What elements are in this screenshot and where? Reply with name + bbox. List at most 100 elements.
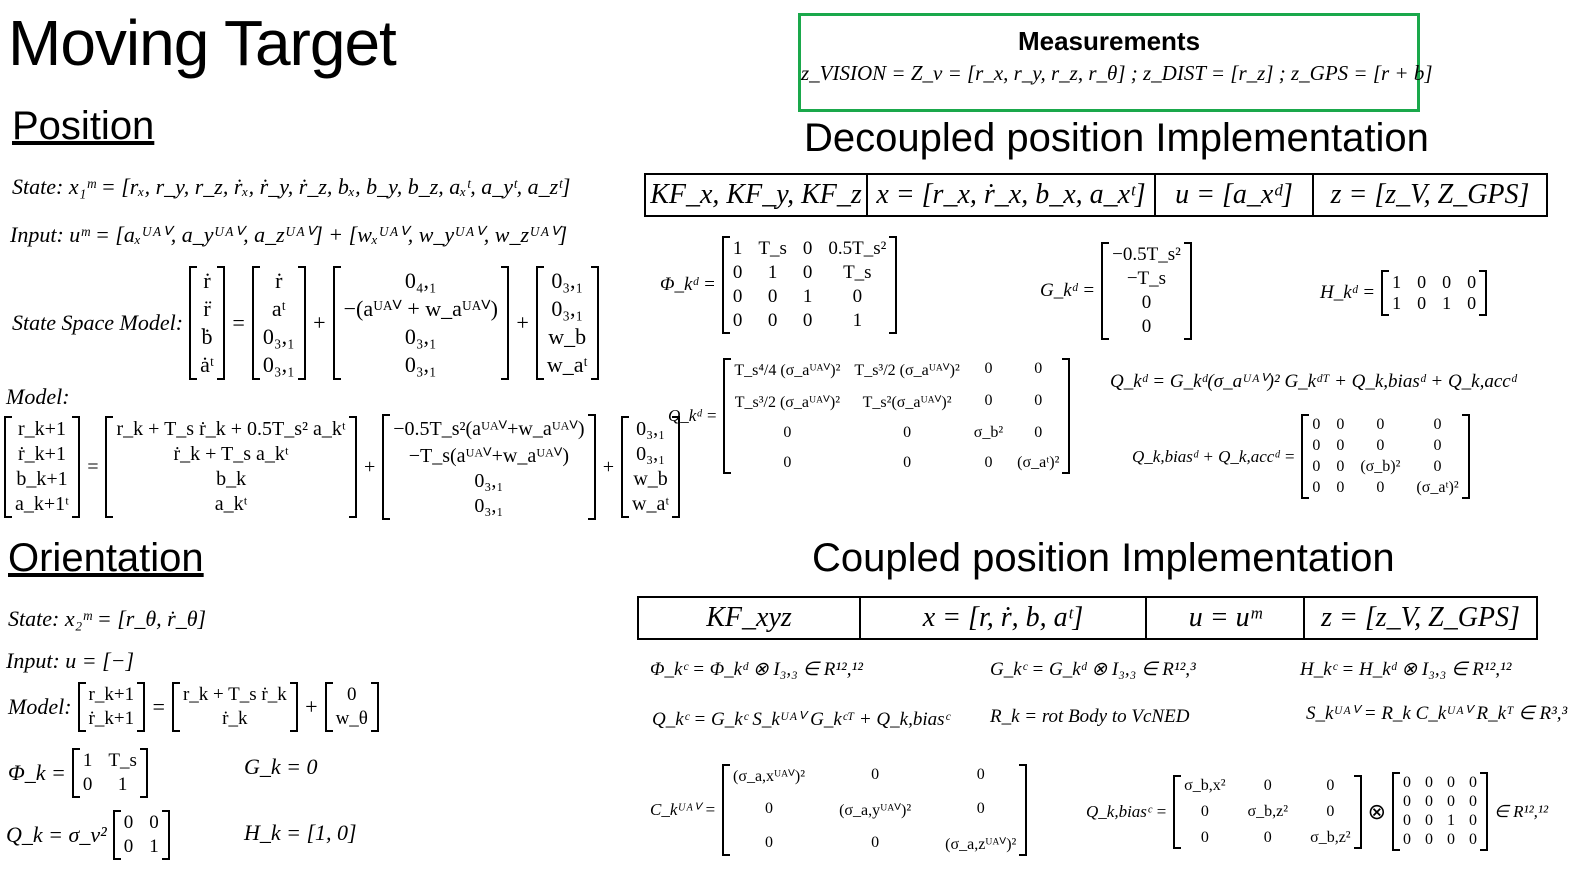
orient-q-0: 0 — [123, 812, 134, 833]
ssm-m1-0: ṙ — [275, 268, 283, 293]
qbias-1: 0 — [1263, 776, 1272, 794]
model-m2-2: 0₃,₁ — [474, 470, 504, 492]
dec-g-label: G_kᵈ = — [1040, 280, 1096, 301]
dec-qmat-matrix: T_s⁴/4 (σ_aᵁᴬⱽ)² T_s³/2 (σ_aᵁᴬⱽ)² 0 0 T_… — [723, 358, 1071, 474]
dec-qba-12: 0 — [1312, 479, 1321, 496]
dec-qmat-0: T_s⁴/4 (σ_aᵁᴬⱽ)² — [734, 362, 841, 379]
cuav-8: (σ_a,zᵁᴬⱽ)² — [945, 836, 1017, 853]
dec-qmat-15: (σ_aᵗ)² — [1017, 454, 1060, 471]
orient-phi-matrix: 1 T_s 0 1 — [71, 748, 148, 798]
coupled-sk: S_kᵁᴬⱽ = R_k C_kᵁᴬⱽ R_kᵀ ∈ R³,³ — [1306, 703, 1568, 724]
orient-q-matrix: 0 0 0 1 — [112, 810, 170, 860]
dec-phi-2: 0 — [802, 238, 813, 259]
cuav-0: (σ_a,xᵁᴬⱽ)² — [732, 768, 806, 785]
coupled-state: x = [r, ṙ, b, aᵗ] — [859, 596, 1147, 640]
model-lhs-1: ṙ_k+1 — [18, 443, 66, 465]
orient-m1-0: r_k + T_s ṙ_k — [182, 684, 287, 705]
decoupled-filters: KF_x, KF_y, KF_z — [644, 173, 868, 217]
z4-5: 0 — [1425, 793, 1434, 810]
orientation-h: H_k = [1, 0] — [244, 820, 357, 845]
coupled-qbias: Q_k,biasᶜ = σ_b,x² 0 0 0 σ_b,z² 0 0 0 σ_… — [1086, 772, 1548, 851]
orient-m1: r_k + T_s ṙ_k ṙ_k — [171, 682, 298, 732]
z4-2: 0 — [1447, 774, 1456, 791]
orient-q-1: 0 — [149, 812, 159, 833]
position-heading: Position — [12, 104, 155, 148]
page-title: Moving Target — [8, 7, 397, 79]
measurements-heading: Measurements — [1017, 26, 1201, 56]
state-space-model: State Space Model: ṙ r̈ ḃ ȧᵗ = ṙ aᵗ 0₃,₁… — [12, 266, 599, 380]
dec-h-5: 0 — [1417, 293, 1427, 313]
orientation-model-label: Model: — [8, 694, 72, 719]
coupled-cuav: C_kᵁᴬⱽ = (σ_a,xᵁᴬⱽ)² 0 0 0 (σ_a,yᵁᴬⱽ)² 0… — [650, 764, 1028, 856]
cuav-5: 0 — [976, 800, 985, 817]
dec-phi-matrix: 1 T_s 0 0.5T_s² 0 1 0 T_s 0 0 1 0 0 0 0 … — [721, 236, 898, 334]
dec-g-0: −0.5T_s² — [1112, 244, 1181, 265]
dec-qmat-7: 0 — [1034, 392, 1043, 409]
qbias-2: 0 — [1326, 776, 1335, 794]
dec-qmat-1: T_s³/2 (σ_aᵁᴬⱽ)² — [854, 362, 960, 379]
z4-4: 0 — [1403, 793, 1412, 810]
dec-qba-matrix: 0 0 0 0 0 0 0 0 0 0 (σ_b)² 0 0 0 0 (σ_aᵗ… — [1301, 414, 1470, 499]
position-model: r_k+1 ṙ_k+1 b_k+1 a_k+1ᵗ = r_k + T_s ṙ_k… — [4, 414, 681, 520]
dec-phi-1: T_s — [758, 238, 787, 259]
decoupled-heading: Decoupled position Implementation — [804, 116, 1429, 160]
z4-0: 0 — [1403, 774, 1412, 791]
dec-phi-14: 0 — [802, 310, 813, 331]
position-state: State: x₁ᵐ = [rₓ, r_y, r_z, ṙₓ, ṙ_y, ṙ_z… — [12, 174, 571, 199]
decoupled-g: G_kᵈ = −0.5T_s² −T_s 0 0 — [1040, 242, 1192, 340]
coupled-q: Q_kᶜ = G_kᶜ S_kᵁᴬⱽ G_kᶜᵀ + Q_k,biasᶜ — [652, 709, 950, 730]
z4-14: 0 — [1447, 831, 1456, 848]
dec-qba-8: 0 — [1312, 458, 1321, 475]
dec-phi-9: 0 — [767, 286, 778, 307]
cuav-7: 0 — [871, 834, 880, 851]
model-lhs-0: r_k+1 — [18, 418, 66, 440]
orient-m2-1: w_θ — [335, 708, 368, 729]
dec-qba-3: 0 — [1433, 416, 1442, 433]
orient-lhs-1: ṙ_k+1 — [88, 708, 135, 729]
ssm-m3-0: 0₃,₁ — [551, 268, 584, 293]
orient-phi-0: 1 — [82, 750, 93, 771]
dec-qmat-2: 0 — [984, 360, 993, 377]
z4-6: 0 — [1447, 793, 1456, 810]
ssm-term-2: 0₄,₁ −(aᵁᴬⱽ + w_aᵁᴬⱽ) 0₃,₁ 0₃,₁ — [332, 266, 509, 380]
z4-1: 0 — [1425, 774, 1434, 791]
ssm-m2-3: 0₃,₁ — [404, 352, 437, 377]
orient-phi-2: 0 — [82, 774, 93, 795]
cuav-label: C_kᵁᴬⱽ = — [650, 800, 716, 819]
model-m1-2: b_k — [216, 468, 247, 490]
z4-15: 0 — [1469, 831, 1478, 848]
dec-qba-7: 0 — [1433, 437, 1442, 454]
decoupled-h: H_kᵈ = 1 0 0 0 1 0 1 0 — [1320, 270, 1488, 316]
model-m3-2: w_b — [633, 468, 668, 490]
position-model-label: Model: — [6, 384, 70, 409]
cuav-4: (σ_a,yᵁᴬⱽ)² — [839, 802, 912, 819]
cuav-1: 0 — [871, 766, 880, 783]
dec-h-2: 0 — [1442, 272, 1452, 292]
dec-qmat-6: 0 — [984, 392, 993, 409]
cuav-matrix: (σ_a,xᵁᴬⱽ)² 0 0 0 (σ_a,yᵁᴬⱽ)² 0 0 0 (σ_a… — [721, 764, 1028, 856]
orientation-phi: Φ_k = 1 T_s 0 1 — [8, 748, 148, 798]
coupled-input: u = uᵐ — [1145, 596, 1305, 640]
orient-lhs-0: r_k+1 — [88, 684, 135, 705]
dec-qba-11: 0 — [1433, 458, 1442, 475]
dec-g-3: 0 — [1141, 316, 1152, 337]
ssm-m2-1: −(aᵁᴬⱽ + w_aᵁᴬⱽ) — [343, 296, 498, 321]
model-lhs-vector: r_k+1 ṙ_k+1 b_k+1 a_k+1ᵗ — [4, 416, 80, 518]
orientation-heading: Orientation — [8, 536, 204, 580]
dec-phi-5: 1 — [767, 262, 778, 283]
measurements-box: Measurements z_VISION = Z_v = [r_x, r_y,… — [798, 13, 1433, 112]
model-m1-1: ṙ_k + T_s a_kᵗ — [173, 443, 289, 465]
orientation-model: Model: r_k+1 ṙ_k+1 = r_k + T_s ṙ_k ṙ_k +… — [8, 682, 379, 732]
dec-h-label: H_kᵈ = — [1320, 282, 1376, 303]
dec-qba-label: Q_k,biasᵈ + Q_k,accᵈ = — [1132, 446, 1296, 466]
dec-qba-6: 0 — [1376, 437, 1385, 454]
coupled-heading: Coupled position Implementation — [812, 536, 1395, 580]
decoupled-q-equation: Q_kᵈ = G_kᵈ(σ_aᵁᴬⱽ)² G_kᵈᵀ + Q_k,biasᵈ +… — [1110, 371, 1517, 392]
qbias-0: σ_b,x² — [1184, 776, 1226, 794]
model-m2-0: −0.5T_s²(aᵁᴬⱽ+w_aᵁᴬⱽ) — [393, 418, 585, 440]
ssm-lhs-2: ḃ — [201, 324, 213, 349]
dec-h-3: 0 — [1467, 272, 1477, 292]
dec-qba-1: 0 — [1336, 416, 1345, 433]
ssm-term-3: 0₃,₁ 0₃,₁ w_b w_aᵗ — [535, 266, 599, 380]
dec-qmat-4: T_s³/2 (σ_aᵁᴬⱽ)² — [734, 394, 841, 411]
